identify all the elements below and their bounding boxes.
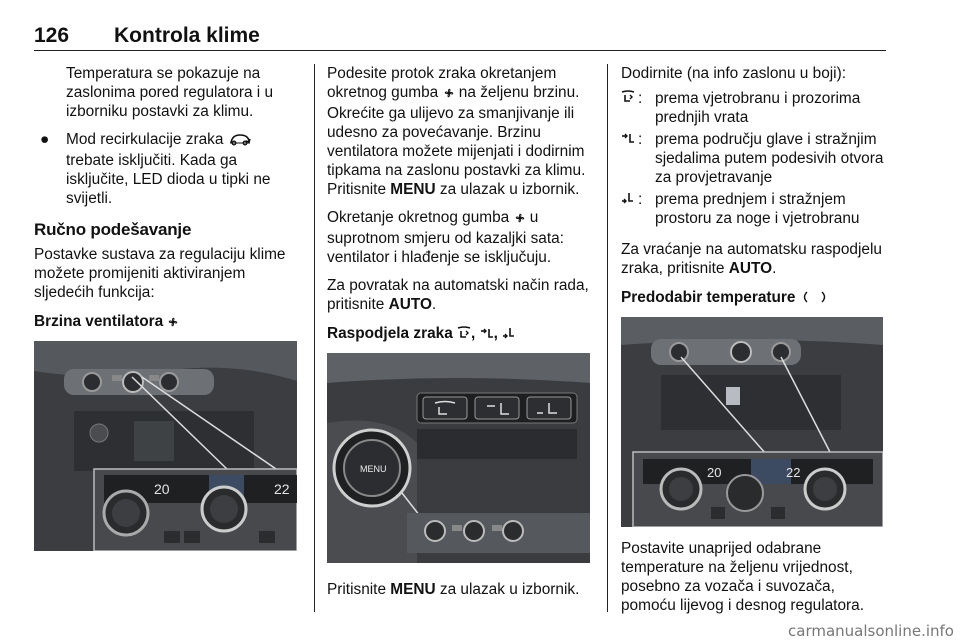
- fig3-display-right: 22: [786, 465, 800, 480]
- column-right: Dodirnite (na info zaslonu u boji): : pr…: [621, 64, 889, 624]
- temperature-knob-icon: [800, 290, 830, 309]
- bullet-recirculation: ● Mod recirkulacije zraka trebate isklju…: [40, 131, 271, 207]
- menu-keyword: MENU: [390, 181, 436, 198]
- def-windscreen: : prema vjetrobranu i prozorima prednjih…: [621, 89, 889, 127]
- heading-manual: Ručno podešavanje: [34, 220, 192, 239]
- def-foot: : prema prednjem i stražnjem prostoru za…: [621, 190, 889, 228]
- fan-speed-text: Podesite protok zraka okretanjem okretno…: [327, 65, 586, 198]
- fig1-display-right: 22: [274, 481, 290, 497]
- heading-fan-speed: Brzina ventilatora: [34, 312, 302, 333]
- heading-air-distribution: Raspodjela zraka , ,: [327, 324, 593, 345]
- figure-temperature-preset: 20 22: [621, 317, 883, 527]
- column-left: Temperatura se pokazuje na zaslonima por…: [34, 64, 302, 551]
- foot-airflow-icon: [621, 191, 635, 210]
- column-middle: Podesite protok zraka okretanjem okretno…: [327, 64, 593, 608]
- intro-text: Temperatura se pokazuje na zaslonima por…: [66, 65, 274, 120]
- heading-temperature-preset: Predodabir temperature: [621, 288, 889, 309]
- auto-keyword: AUTO: [728, 260, 773, 277]
- fan-icon: [514, 210, 526, 229]
- windscreen-airflow-icon: [621, 90, 635, 109]
- head-airflow-icon: [621, 131, 635, 150]
- menu-enter-text: Pritisnite MENU za ulazak u izbornik.: [327, 581, 580, 598]
- bullet-dot: ●: [40, 131, 50, 148]
- fan-off-text: Okretanje okretnog gumba u suprotnom smj…: [327, 209, 564, 266]
- column-divider: [607, 64, 608, 612]
- fan-icon: [443, 85, 455, 104]
- preset-text: Postavite unaprijed odabrane temperature…: [621, 540, 864, 614]
- recirculation-icon: [228, 132, 252, 151]
- menu-keyword: MENU: [390, 581, 436, 598]
- fan-icon: [167, 314, 179, 333]
- figure-air-distribution: MENU: [327, 353, 590, 563]
- foot-airflow-icon: [502, 326, 516, 345]
- auto-distribution-text: Za vraćanje na automatsku raspodjelu zra…: [621, 241, 882, 277]
- windscreen-airflow-icon: [457, 326, 471, 345]
- column-divider: [314, 64, 315, 612]
- section-title: Kontrola klime: [114, 24, 260, 47]
- watermark: carmanualsonline.info: [788, 622, 954, 640]
- touch-intro: Dodirnite (na info zaslonu u boji):: [621, 65, 846, 82]
- def-head: : prema području glave i stražnjim sjeda…: [621, 130, 889, 187]
- fig2-menu-label: MENU: [360, 464, 387, 474]
- auto-keyword: AUTO: [388, 296, 432, 313]
- auto-mode-text: Za povratak na automatski način rada, pr…: [327, 277, 589, 313]
- page-header: 126 Kontrola klime: [34, 24, 886, 51]
- fig3-display-left: 20: [707, 465, 721, 480]
- manual-text: Postavke sustava za regulaciju klime mož…: [34, 246, 286, 301]
- figure-fan-control: 20 22: [34, 341, 297, 551]
- fig1-display-left: 20: [154, 481, 170, 497]
- head-airflow-icon: [480, 326, 494, 345]
- page-number: 126: [34, 24, 70, 47]
